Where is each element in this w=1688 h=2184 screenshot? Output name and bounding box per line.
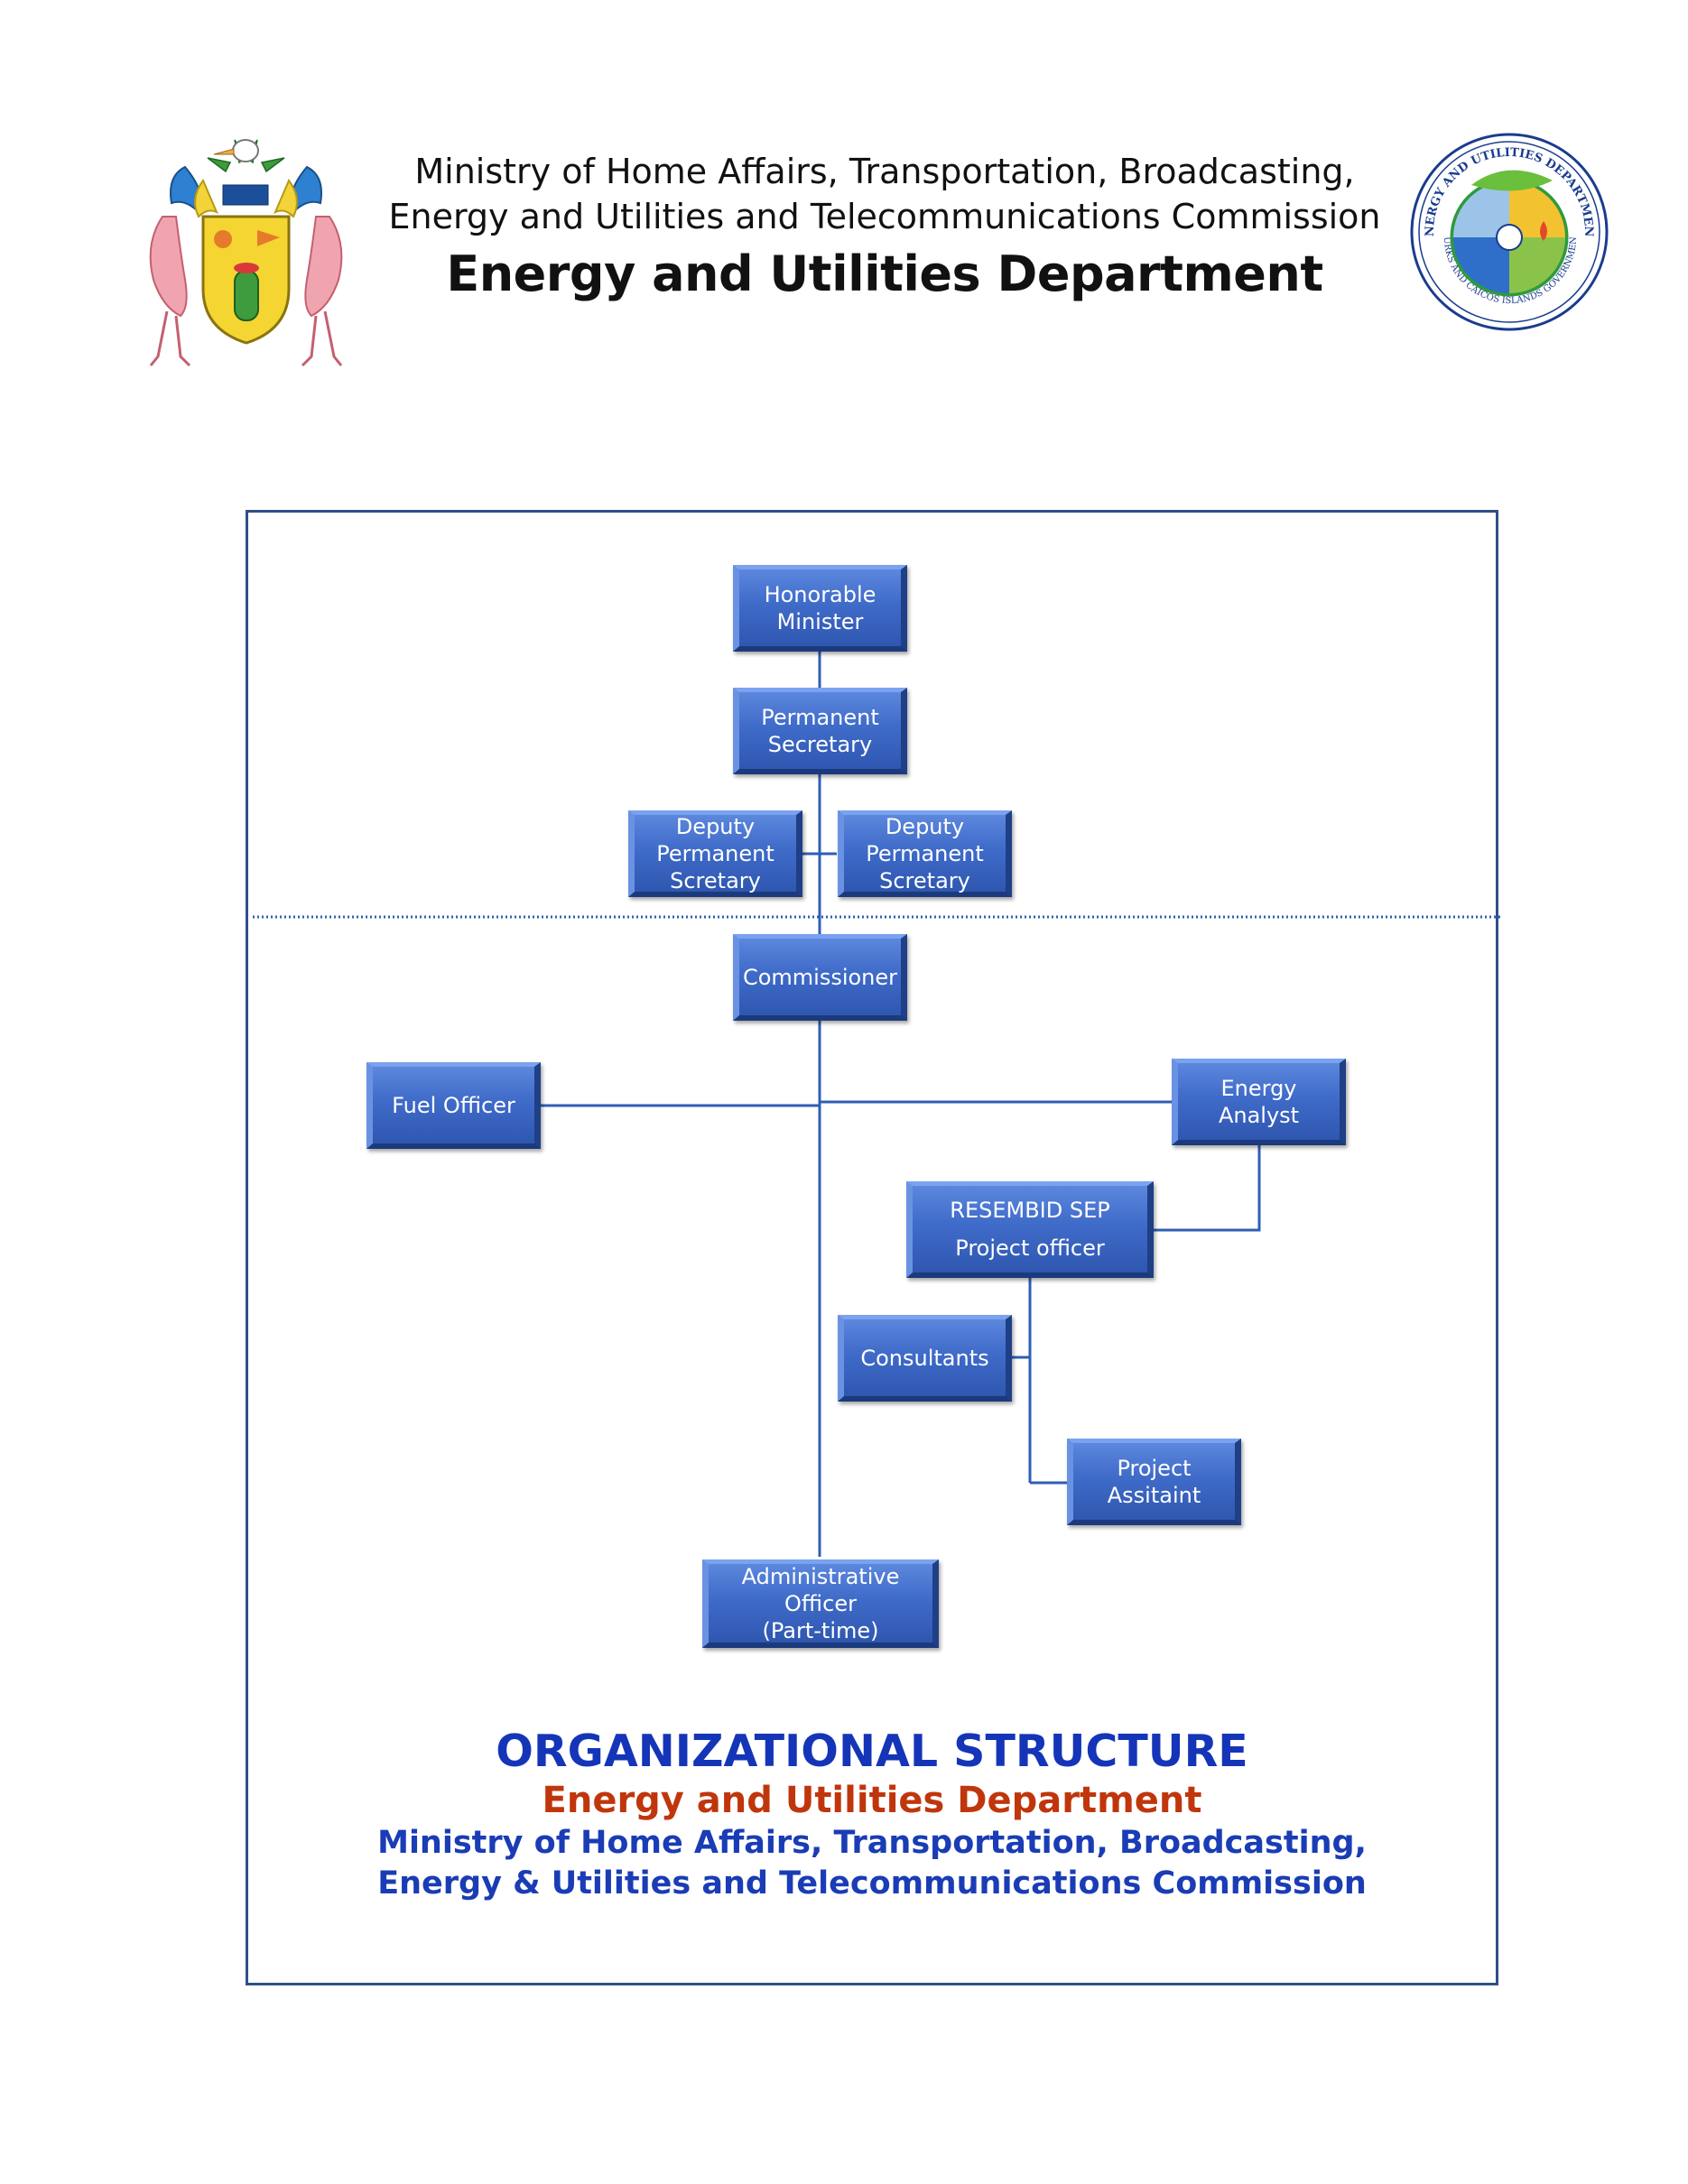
node-consultants: Consultants <box>838 1315 1012 1402</box>
footer-subtitle: Energy and Utilities Department <box>542 1780 1202 1821</box>
header-department-title: Energy and Utilities Department <box>446 245 1323 302</box>
footer-ministry-line-1: Ministry of Home Affairs, Transportation… <box>377 1825 1367 1861</box>
footer-ministry-line-2: Energy & Utilities and Telecommunication… <box>377 1865 1367 1902</box>
department-seal-icon: ENERGY AND UTILITIES DEPARTMENT TURKS AN… <box>1408 131 1609 331</box>
node-resembid-project-officer: RESEMBID SEP Project officer <box>906 1181 1154 1278</box>
org-chart-frame <box>246 510 1498 1985</box>
node-commissioner: Commissioner <box>733 934 907 1021</box>
coat-of-arms-icon <box>149 139 343 367</box>
node-permanent-secretary: Permanent Secretary <box>733 688 907 774</box>
connector-analyst-resembid <box>1153 1144 1261 1232</box>
header-ministry-line-2: Energy and Utilities and Telecommunicati… <box>388 197 1381 236</box>
node-deputy-permanent-secretary-right: Deputy Permanent Scretary <box>838 810 1012 897</box>
node-fuel-officer: Fuel Officer <box>366 1062 541 1149</box>
footer-title: ORGANIZATIONAL STRUCTURE <box>496 1726 1248 1777</box>
header-ministry-line-1: Ministry of Home Affairs, Transportation… <box>414 152 1355 191</box>
node-honorable-minister: Honorable Minister <box>733 565 907 652</box>
node-energy-analyst: Energy Analyst <box>1172 1059 1346 1145</box>
node-deputy-permanent-secretary-left: Deputy Permanent Scretary <box>628 810 802 897</box>
node-project-assistant: Project Assitaint <box>1067 1439 1241 1525</box>
node-administrative-officer: Administrative Officer (Part-time) <box>702 1559 939 1648</box>
